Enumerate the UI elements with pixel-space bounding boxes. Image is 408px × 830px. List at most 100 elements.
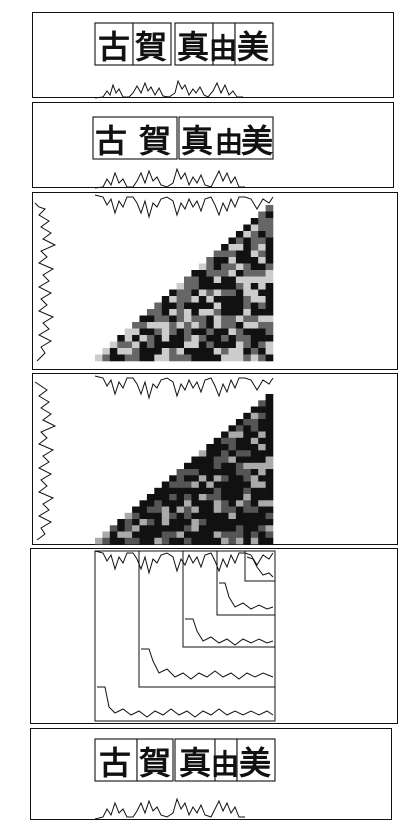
panel-segmentation-enlarged: 古 賀 真 由 美 (32, 102, 394, 188)
matrix-cell (177, 538, 185, 545)
matrix-cell (125, 342, 133, 349)
matrix-cell (214, 316, 222, 323)
matrix-cell (251, 444, 259, 451)
char-2-0: 古 (95, 122, 127, 160)
matrix-cell (154, 309, 162, 316)
matrix-cell (236, 469, 244, 476)
matrix-cell (206, 303, 214, 310)
matrix-cell (199, 342, 207, 349)
matrix-cell (258, 400, 266, 407)
matrix-cell (251, 438, 259, 445)
matrix-cell (214, 322, 222, 329)
matrix-cell (191, 507, 199, 514)
matrix-cell (229, 329, 237, 336)
matrix-cell (147, 309, 155, 316)
matrix-cell (184, 507, 192, 514)
matrix-cell (266, 348, 274, 355)
matrix-cell (221, 270, 229, 277)
matrix-cell (236, 513, 244, 520)
matrix-cell (214, 296, 222, 303)
matrix-cell (214, 329, 222, 336)
matrix-cell (125, 525, 133, 532)
matrix-cell (266, 303, 274, 310)
matrix-cell (110, 355, 118, 362)
panel-5-drawing (31, 549, 399, 725)
matrix-cell (258, 290, 266, 297)
matrix-cell (177, 469, 185, 476)
matrix-cell (221, 532, 229, 539)
matrix-cell (206, 450, 214, 457)
matrix-cell (214, 525, 222, 532)
matrix-cell (258, 507, 266, 514)
matrix-cell (266, 238, 274, 245)
matrix-cell (132, 519, 140, 526)
matrix-cell (236, 532, 244, 539)
char-2-1: 賀 (139, 122, 171, 160)
matrix-cell (229, 270, 237, 277)
matrix-cell (184, 342, 192, 349)
matrix-cell (236, 438, 244, 445)
matrix-cell (154, 513, 162, 520)
matrix-cell (140, 322, 148, 329)
matrix-cell (221, 355, 229, 362)
matrix-cell (199, 277, 207, 284)
matrix-cell (206, 532, 214, 539)
matrix-cell (229, 264, 237, 271)
matrix-cell (229, 457, 237, 464)
matrix-cell (214, 270, 222, 277)
matrix-cell (221, 513, 229, 520)
matrix-cell (221, 283, 229, 290)
matrix-cell (169, 507, 177, 514)
matrix-cell (199, 309, 207, 316)
matrix-cell (140, 538, 148, 545)
matrix-cell (184, 335, 192, 342)
matrix-cell (125, 335, 133, 342)
matrix-cell (266, 309, 274, 316)
matrix-cell (169, 348, 177, 355)
matrix-3-cells (95, 205, 273, 361)
matrix-cell (221, 309, 229, 316)
char-6-4: 美 (239, 744, 271, 782)
matrix-cell (214, 482, 222, 489)
matrix-cell (229, 432, 237, 439)
matrix-cell (229, 488, 237, 495)
matrix-cell (251, 355, 259, 362)
matrix-cell (191, 303, 199, 310)
matrix-cell (243, 419, 251, 426)
matrix-cell (243, 532, 251, 539)
matrix-cell (206, 316, 214, 323)
matrix-cell (95, 538, 103, 545)
matrix-cell (251, 309, 259, 316)
matrix-cell (214, 303, 222, 310)
matrix-cell (266, 244, 274, 251)
matrix-cell (258, 494, 266, 501)
matrix-cell (221, 438, 229, 445)
matrix-cell (132, 335, 140, 342)
matrix-cell (258, 231, 266, 238)
matrix-cell (221, 348, 229, 355)
matrix-cell (125, 329, 133, 336)
matrix-cell (199, 525, 207, 532)
matrix-cell (221, 303, 229, 310)
matrix-cell (266, 538, 274, 545)
matrix-cell (229, 342, 237, 349)
matrix-cell (221, 335, 229, 342)
matrix-cell (236, 348, 244, 355)
matrix-cell (258, 475, 266, 482)
matrix-cell (191, 475, 199, 482)
panel-segmentation-result: 古 賀 真 由 美 (30, 728, 392, 820)
matrix-cell (243, 322, 251, 329)
matrix-cell (206, 519, 214, 526)
matrix-cell (236, 329, 244, 336)
matrix-cell (117, 348, 125, 355)
matrix-cell (199, 322, 207, 329)
matrix-cell (214, 438, 222, 445)
matrix-cell (191, 355, 199, 362)
matrix-cell (251, 419, 259, 426)
matrix-cell (191, 309, 199, 316)
matrix-cell (206, 348, 214, 355)
matrix-cell (162, 482, 170, 489)
matrix-cell (191, 290, 199, 297)
matrix-cell (221, 316, 229, 323)
matrix-cell (110, 532, 118, 539)
